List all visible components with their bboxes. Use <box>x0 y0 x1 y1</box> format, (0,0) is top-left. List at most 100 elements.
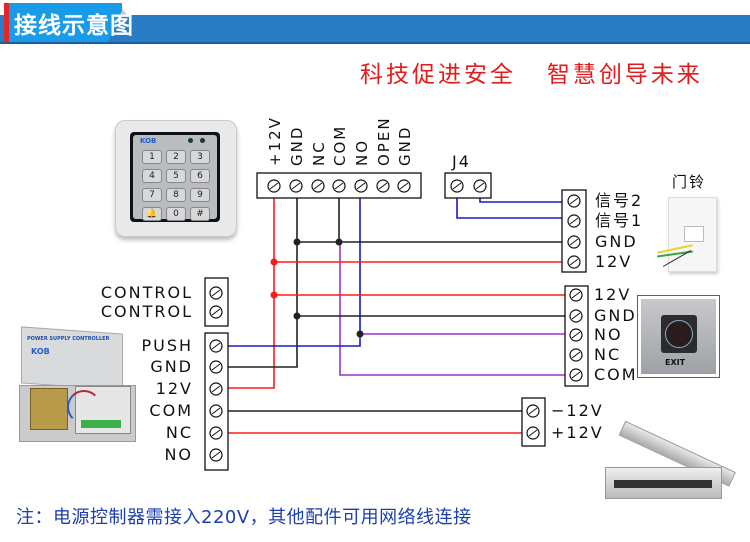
exit-terminal-label: NC <box>594 345 622 364</box>
terminal-screw-slot <box>571 312 581 320</box>
header-band <box>0 15 750 44</box>
keypad-brand: KOB <box>140 137 157 145</box>
terminal-screw-slot <box>211 342 221 350</box>
top-terminal-label: NC <box>310 140 328 166</box>
keypad-led <box>200 138 205 143</box>
wire-junction-dot <box>293 238 301 246</box>
keypad-key: 4 <box>142 169 162 183</box>
terminal-screw-slot <box>571 291 581 299</box>
terminal-screw-slot <box>571 351 581 359</box>
doorbell-terminal-label: GND <box>595 232 638 251</box>
keypad-key: 6 <box>190 169 210 183</box>
keypad-key: # <box>190 207 210 221</box>
top-terminal-label: GND <box>396 125 414 166</box>
terminal-screw-slot <box>569 217 579 225</box>
wire-signal1 <box>456 192 562 219</box>
terminal-screw-slot <box>334 182 344 190</box>
terminal-screw-slot <box>211 451 221 459</box>
top-terminal-label: OPEN <box>375 116 393 166</box>
keypad-key: 9 <box>190 188 210 202</box>
lock-terminal-label: +12V <box>551 423 604 442</box>
wire-push <box>228 192 361 347</box>
terminal-screw-slot <box>313 182 323 190</box>
power-terminal-label: NC <box>165 423 193 442</box>
terminal-screw-slot <box>571 371 581 379</box>
power-terminal-label: GND <box>150 357 193 376</box>
power-supply-text: POWER SUPPLY CONTROLLER <box>27 336 110 342</box>
terminal-screw-slot <box>291 182 301 190</box>
terminal-screw-slot <box>211 363 221 371</box>
keypad-key: 7 <box>142 188 162 202</box>
top-terminal-label: +12V <box>266 116 284 166</box>
exit-terminal-label: NO <box>594 325 623 344</box>
doorbell-label: 门铃 <box>672 173 707 191</box>
keypad-key: 0 <box>166 207 186 221</box>
keypad-key: 1 <box>142 150 162 164</box>
terminal-screw-slot <box>569 197 579 205</box>
power-supply-brand: KOB <box>31 347 50 356</box>
wire-gnd <box>228 192 298 368</box>
exit-terminal-label: COM <box>594 365 638 384</box>
terminal-screw-slot <box>211 385 221 393</box>
keypad-led <box>188 138 193 143</box>
terminal-screw-slot <box>452 182 462 190</box>
keypad-key: 2 <box>166 150 186 164</box>
exit-text: EXIT <box>665 358 686 367</box>
wire-junction-dot <box>270 258 278 266</box>
terminal-screw-slot <box>269 182 279 190</box>
terminal-screw-slot <box>569 258 579 266</box>
keypad-key: 🔔 <box>142 207 162 221</box>
terminal-screw-slot <box>528 407 538 415</box>
top-terminal-label: GND <box>288 125 306 166</box>
lock-terminal-label: −12V <box>551 401 604 420</box>
control-terminal-block <box>204 277 229 327</box>
top-terminal-label: COM <box>331 124 349 166</box>
terminal-screw-slot <box>211 429 221 437</box>
doorbell-terminal-label: 信号2 <box>595 191 644 210</box>
terminal-screw-slot <box>211 407 221 415</box>
magnetic-lock-image <box>605 467 722 499</box>
power-terminal-label: NO <box>164 445 193 464</box>
slogan: 科技促进安全 智慧创导未来 <box>360 62 703 88</box>
terminal-screw-slot <box>475 182 485 190</box>
wire-junction-dot <box>293 312 301 320</box>
wire-junction-dot <box>270 291 278 299</box>
power-supply-image: POWER SUPPLY CONTROLLER KOB <box>15 326 140 445</box>
doorbell-image <box>657 197 717 272</box>
doorbell-terminal-label: 信号1 <box>595 211 644 230</box>
terminal-screw-slot <box>211 289 221 297</box>
power-terminal-label: 12V <box>155 379 193 398</box>
power-terminal-label: COM <box>149 401 193 420</box>
page-title: 接线示意图 <box>14 13 134 39</box>
terminal-screw-slot <box>569 238 579 246</box>
control-terminal-label: CONTROL <box>100 283 193 302</box>
control-terminal-label: CONTROL <box>100 302 193 321</box>
doorbell-terminal-label: 12V <box>595 252 633 271</box>
footnote: 注：电源控制器需接入220V，其他配件可用网络线连接 <box>16 507 472 528</box>
header-tab <box>4 3 122 42</box>
terminal-screw-slot <box>399 182 409 190</box>
terminal-screw-slot <box>356 182 366 190</box>
terminal-screw-slot <box>571 331 581 339</box>
exit-terminal-label: 12V <box>594 285 632 304</box>
wire-junction-dot <box>356 330 364 338</box>
exit-button-image: EXIT <box>637 295 720 378</box>
keypad-key: 8 <box>166 188 186 202</box>
wire-com-exit <box>339 242 565 376</box>
power-terminal-label: PUSH <box>141 336 193 355</box>
keypad-key: 5 <box>166 169 186 183</box>
wire-12v <box>228 192 275 389</box>
terminal-screw-slot <box>528 429 538 437</box>
j4-label: J4 <box>452 152 471 171</box>
exit-terminal-label: GND <box>594 306 637 325</box>
terminal-screw-slot <box>211 308 221 316</box>
header-tab-accent <box>4 3 9 42</box>
terminal-screw-slot <box>378 182 388 190</box>
wire-signal2 <box>479 192 562 203</box>
wire-junction-dot <box>335 238 343 246</box>
top-terminal-label: NO <box>353 138 371 166</box>
keypad-key: 3 <box>190 150 210 164</box>
